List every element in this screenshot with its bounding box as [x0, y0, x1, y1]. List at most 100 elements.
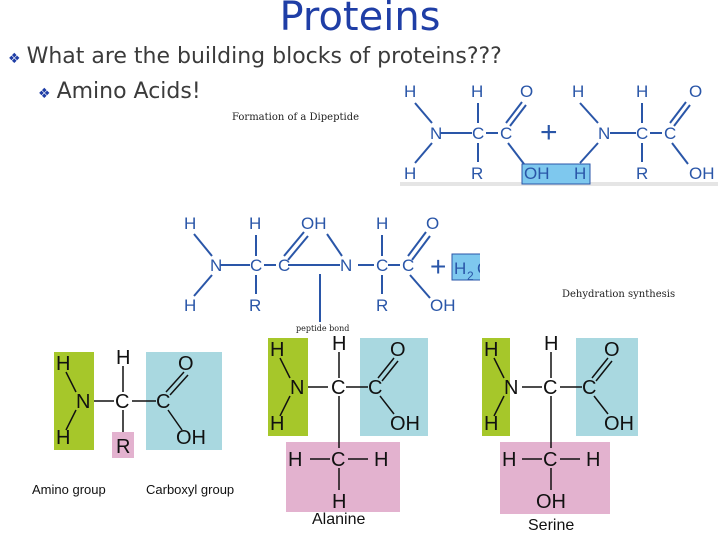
atom: N — [290, 377, 304, 399]
water-highlight-box — [451, 253, 480, 281]
atom: OH — [536, 491, 566, 513]
atom: H — [404, 82, 416, 101]
atom: N — [598, 124, 610, 143]
atom: N — [76, 391, 90, 413]
atom: H — [484, 339, 498, 361]
r-group-box — [112, 432, 134, 458]
bullet-question-text: What are the building blocks of proteins… — [26, 44, 502, 69]
atom: O — [426, 214, 439, 233]
formation-diagram: H H O H H O N C C N C C H R OH H R OH + — [400, 82, 718, 186]
water-subscript: 2 — [467, 269, 474, 283]
atom: C — [115, 391, 129, 413]
atom: OH — [176, 427, 206, 449]
atom: C — [331, 449, 345, 471]
atom: OH — [390, 413, 420, 435]
atom: H — [270, 339, 284, 361]
atom: R — [471, 164, 483, 183]
caption-formation: Formation of a Dipeptide — [232, 112, 360, 123]
carboxyl-group-box — [576, 338, 638, 436]
atom: O — [390, 339, 406, 361]
amino-group-box — [482, 338, 510, 436]
atom: C — [331, 377, 345, 399]
dipeptide-diagram: H H OH H O N C C N C C H R R OH + H 2 O — [184, 214, 480, 322]
atom: H — [502, 449, 516, 471]
atom: C — [500, 124, 512, 143]
atom: H — [184, 214, 196, 233]
atom: C — [250, 256, 262, 275]
caption-peptide-bond: peptide bond — [296, 324, 350, 333]
atom: C — [543, 377, 557, 399]
atom: H — [56, 427, 70, 449]
side-chain-box — [286, 442, 400, 512]
atom: OH — [524, 164, 550, 183]
slide-title: Proteins — [279, 0, 441, 40]
atom: H — [586, 449, 600, 471]
atom: N — [210, 256, 222, 275]
side-chain-box — [500, 442, 610, 514]
label-carboxyl-group: Carboxyl group — [146, 482, 235, 497]
bullet-answer: ❖ Amino Acids! — [38, 79, 201, 104]
water-o: O — [477, 259, 480, 278]
atom: N — [430, 124, 442, 143]
atom: H — [116, 347, 130, 369]
atom: O — [178, 353, 194, 375]
carboxyl-group-box — [146, 352, 222, 450]
atom: H — [288, 449, 302, 471]
atom: C — [664, 124, 676, 143]
atom: C — [543, 449, 557, 471]
bullet-answer-text: Amino Acids! — [56, 79, 201, 104]
atom: C — [278, 256, 290, 275]
carboxyl-group-box — [360, 338, 428, 436]
atom: H — [56, 353, 70, 375]
atom: H — [270, 413, 284, 435]
caption-dehydration: Dehydration synthesis — [562, 289, 676, 300]
atom: C — [376, 256, 388, 275]
atom: OH — [301, 214, 327, 233]
atom: H — [544, 334, 558, 355]
atom: C — [156, 391, 170, 413]
atom: H — [332, 491, 346, 513]
atom: R — [376, 296, 388, 315]
bullet-icon: ❖ — [38, 86, 51, 102]
alanine-diagram: H H O N C C H OH H C H H — [268, 334, 428, 513]
atom: OH — [689, 164, 715, 183]
atom: H — [574, 164, 586, 183]
atom: H — [184, 296, 196, 315]
bullet-question: ❖ What are the building blocks of protein… — [8, 44, 502, 69]
atom: O — [604, 339, 620, 361]
atom: H — [484, 413, 498, 435]
atom: C — [636, 124, 648, 143]
atom: OH — [604, 413, 634, 435]
amino-group-box — [268, 338, 308, 436]
bullet-icon: ❖ — [8, 51, 21, 67]
atom: N — [504, 377, 518, 399]
plus-sign: + — [430, 251, 446, 282]
atom: R — [636, 164, 648, 183]
atom: C — [402, 256, 414, 275]
atom: C — [472, 124, 484, 143]
water-highlight-box — [521, 163, 591, 185]
label-serine: Serine — [528, 517, 575, 534]
atom: H — [376, 214, 388, 233]
atom: O — [689, 82, 702, 101]
atom: N — [340, 256, 352, 275]
atom: H — [471, 82, 483, 101]
water-h: H — [454, 259, 466, 278]
atom: C — [582, 377, 596, 399]
atom: OH — [430, 296, 456, 315]
atom: H — [636, 82, 648, 101]
atom: H — [249, 214, 261, 233]
atom: C — [368, 377, 382, 399]
atom: H — [374, 449, 388, 471]
atom: R — [249, 296, 261, 315]
amino-group-box — [54, 352, 94, 450]
atom: R — [116, 436, 130, 458]
label-amino-group: Amino group — [32, 482, 106, 497]
serine-diagram: H H O N C C H OH H C H OH — [482, 334, 638, 514]
generic-amino-acid-diagram: H H O N C C H OH R — [54, 347, 222, 458]
atom: H — [404, 164, 416, 183]
atom: H — [332, 334, 346, 355]
atom: H — [572, 82, 584, 101]
atom: O — [520, 82, 533, 101]
label-alanine: Alanine — [312, 511, 366, 528]
